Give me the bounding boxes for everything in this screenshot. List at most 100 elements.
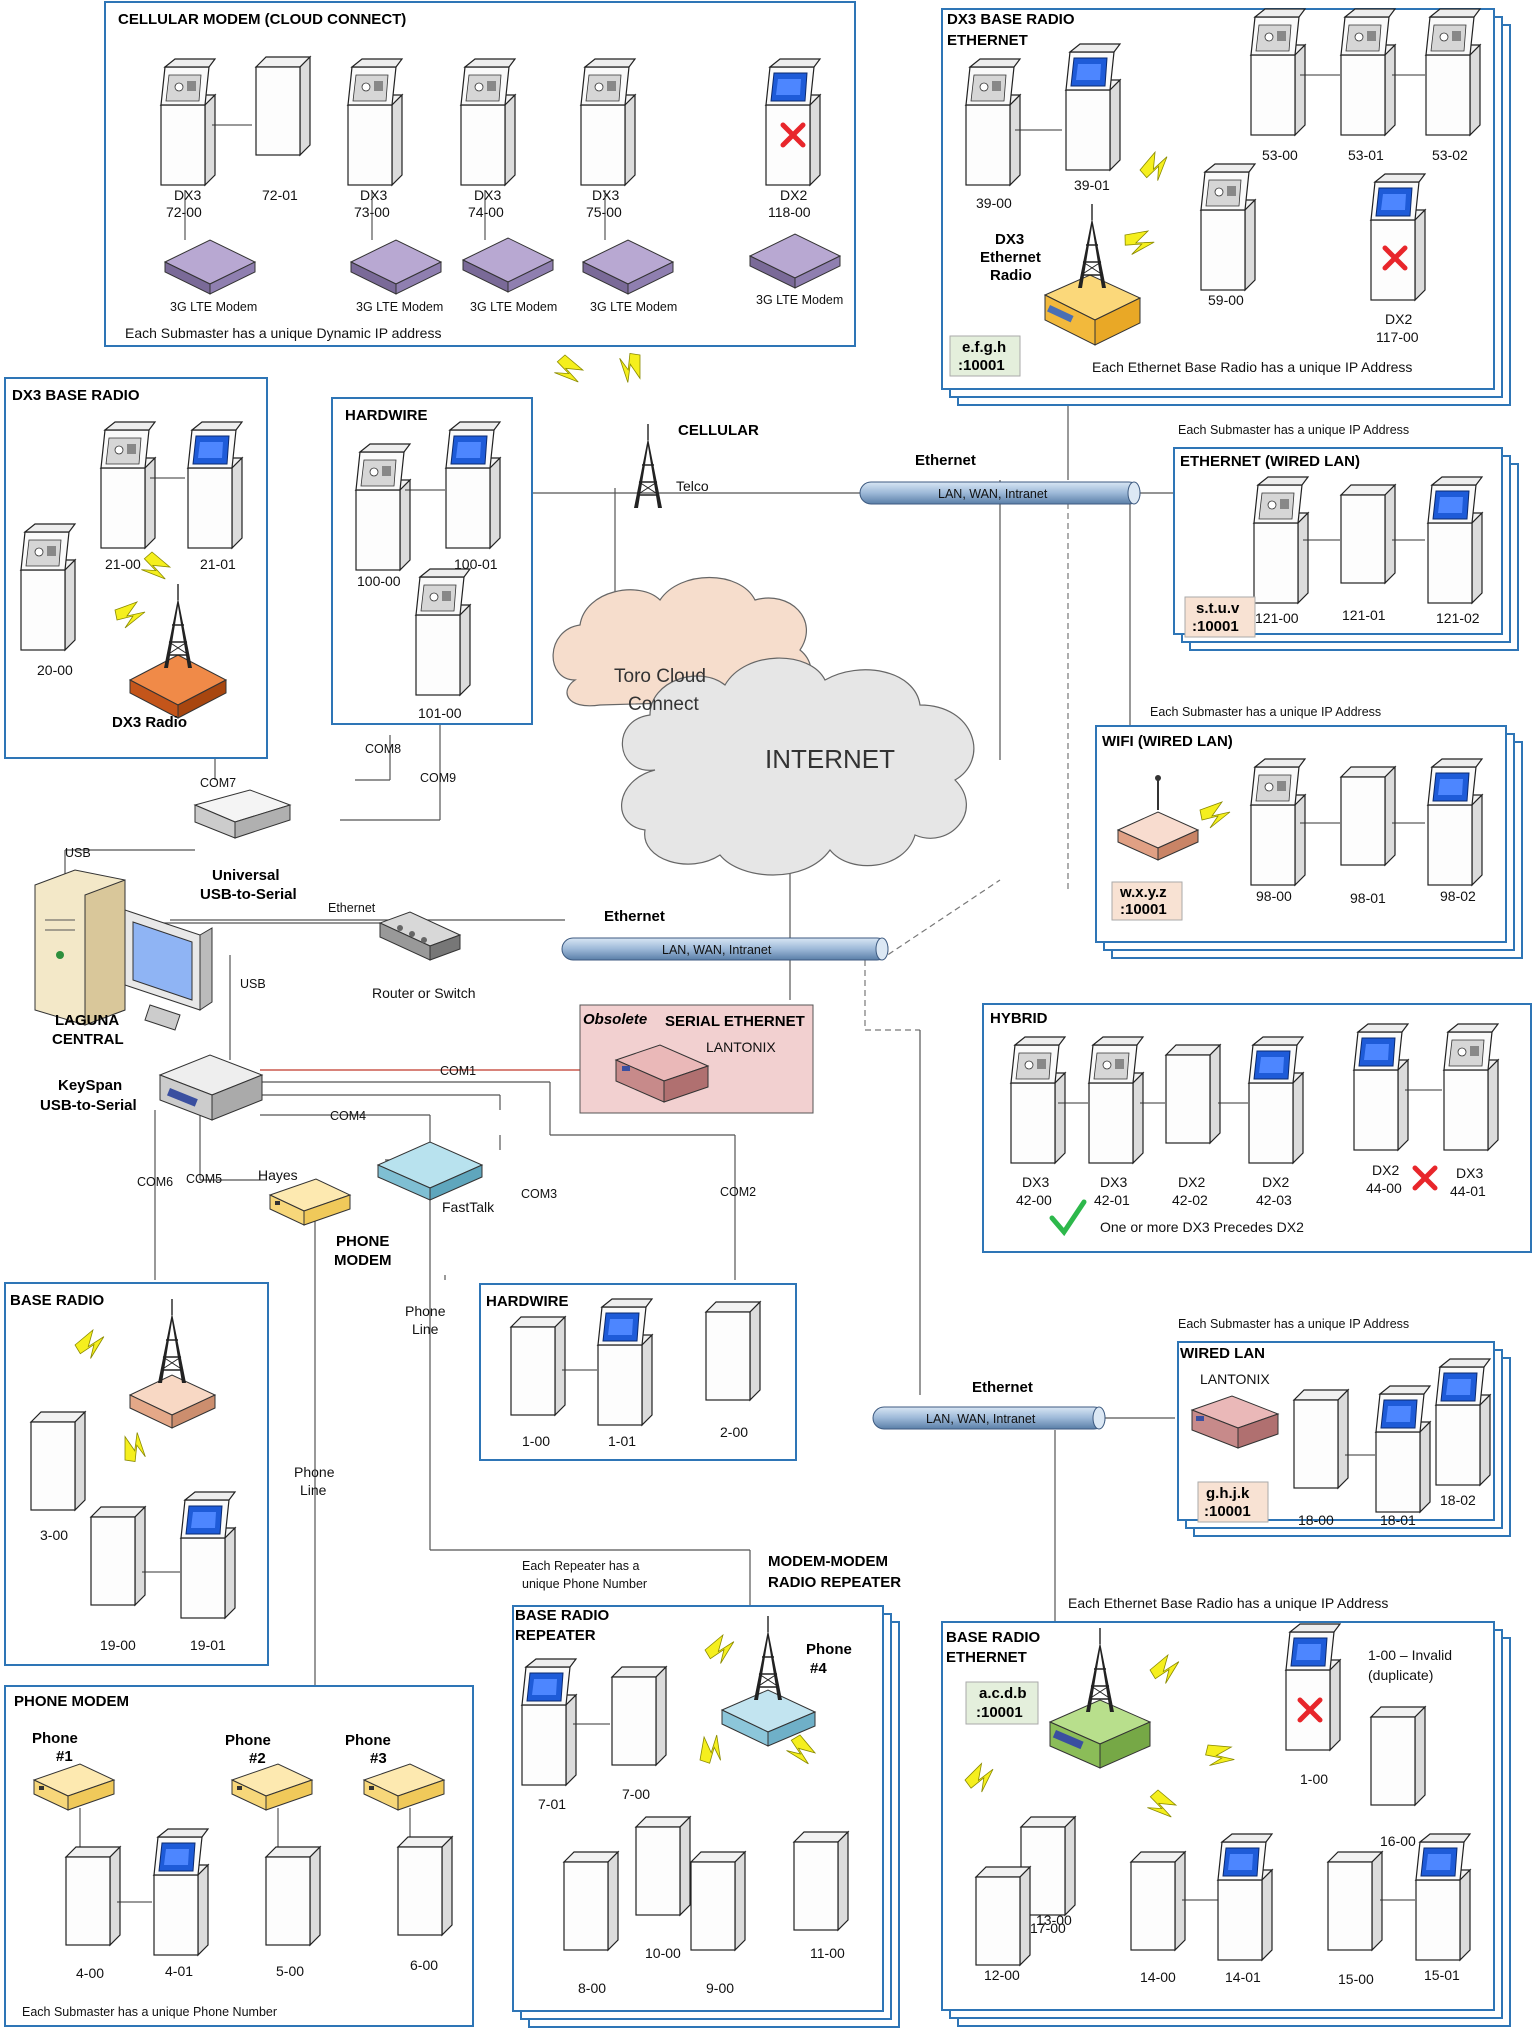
ethernet-top-label: Ethernet (915, 452, 976, 469)
p-500: 5-00 (276, 1963, 304, 1979)
y-dx3a: DX3 (1022, 1174, 1049, 1190)
eth-radio-yellow (1043, 274, 1142, 346)
e-11700: 117-00 (1376, 329, 1419, 345)
controller-39-01 (1065, 43, 1121, 171)
cabinet-1-00 (510, 1316, 566, 1416)
cabinet-14-00 (1130, 1851, 1186, 1951)
controller-7-01 (521, 1658, 577, 1786)
e-5300: 53-00 (1262, 147, 1298, 163)
bus-mid-label: LAN, WAN, Intranet (662, 943, 772, 957)
hw-100: 1-00 (522, 1433, 550, 1449)
phone-title: PHONE MODEM (14, 1693, 129, 1710)
bus-top-label: LAN, WAN, Intranet (938, 487, 1048, 501)
controller-19-01 (180, 1491, 236, 1619)
dx3-radio-orange (128, 654, 228, 719)
port-com5: COM5 (186, 1172, 222, 1186)
ip-efgh-2: :10001 (958, 357, 1005, 374)
e-5900: 59-00 (1208, 292, 1244, 308)
bbr-title-2: REPEATER (515, 1627, 596, 1644)
ethernet-mid-label: Ethernet (604, 908, 665, 925)
r-701: 7-01 (538, 1796, 566, 1812)
cabinet-19-00 (90, 1506, 146, 1606)
cloud: Toro Cloud Connect INTERNET (552, 576, 975, 876)
invalid-note-1: 1-00 – Invalid (1368, 1647, 1452, 1663)
modem-label-5: 3G LTE Modem (756, 293, 843, 307)
c-dx3d: DX3 (592, 187, 619, 203)
phone3-2: #3 (370, 1750, 387, 1767)
controller-14-01 (1217, 1833, 1273, 1961)
router-label: Router or Switch (372, 985, 475, 1001)
be-1700: 17-00 (1030, 1920, 1066, 1936)
keyspan-label-2: USB-to-Serial (40, 1097, 137, 1114)
cabinet-121-01 (1340, 484, 1396, 584)
l-12101: 121-01 (1342, 607, 1386, 623)
hayes-modem (269, 1178, 351, 1226)
section-wifi: Each Submaster has a unique IP Address W… (1102, 705, 1483, 921)
controller-121-02 (1427, 476, 1483, 604)
be-1500: 15-00 (1338, 1971, 1374, 1987)
y-4401: 44-01 (1450, 1183, 1486, 1199)
ip-acdb-1: a.c.d.b (979, 1685, 1027, 1702)
controller-18-02 (1435, 1358, 1491, 1486)
controller-74-00 (460, 58, 516, 186)
ethlan-title: ETHERNET (WIRED LAN) (1180, 453, 1360, 470)
section-dx3-eth: DX3 BASE RADIO ETHERNET 39-00 39-01 53-0… (947, 8, 1481, 377)
c-dx3a: DX3 (174, 187, 201, 203)
ip-efgh-1: e.f.g.h (962, 339, 1006, 356)
lantronix-1: LANTONIX (706, 1039, 776, 1055)
repeater-note-1: Each Repeater has a (522, 1559, 639, 1573)
c-dx3c: DX3 (474, 187, 501, 203)
bbr-title-1: BASE RADIO (515, 1607, 610, 1624)
dx3eth-title-1: DX3 BASE RADIO (947, 11, 1075, 28)
serial-eth-label: SERIAL ETHERNET (665, 1013, 805, 1030)
be-100: 1-00 (1300, 1771, 1328, 1787)
controller-53-00 (1250, 8, 1306, 136)
phone-line-2b: Line (300, 1482, 327, 1498)
l-12102: 121-02 (1436, 610, 1480, 626)
port-com2: COM2 (720, 1185, 756, 1199)
y-dx2a: DX2 (1178, 1174, 1205, 1190)
phone3-1: Phone (345, 1732, 391, 1749)
be-1300: 13-00 (1036, 1912, 1072, 1928)
y-dx2b: DX2 (1262, 1174, 1289, 1190)
wl-1801: 18-01 (1380, 1512, 1416, 1528)
bolt-cell-1 (549, 350, 588, 391)
section-hybrid: HYBRID DX3 42-00 DX3 42-01 DX2 42-02 DX2… (990, 1010, 1499, 1237)
lantronix-box-1 (614, 1044, 710, 1103)
hayes-label: Hayes (258, 1167, 298, 1183)
phone-line-1b: Line (412, 1321, 439, 1337)
telco-label: Telco (676, 478, 709, 494)
cabinet-3-00 (30, 1411, 86, 1511)
e-dx2: DX2 (1385, 311, 1412, 327)
ip-ghjk-2: :10001 (1204, 1503, 1251, 1520)
dx3-eth-radio-2: Ethernet (980, 249, 1041, 266)
e-5301: 53-01 (1348, 147, 1384, 163)
b-1901: 19-01 (190, 1637, 226, 1653)
cabinet-8-00 (563, 1851, 619, 1951)
controller-101-00 (415, 568, 471, 696)
c-dx3b: DX3 (360, 187, 387, 203)
cabinet-72-01 (255, 56, 311, 156)
be-1600: 16-00 (1380, 1833, 1416, 1849)
baseradio-title: BASE RADIO (10, 1292, 105, 1309)
port-usb2: USB (240, 977, 266, 991)
r-900: 9-00 (706, 1980, 734, 1996)
y-4201: 42-01 (1094, 1192, 1130, 1208)
cabinet-10-00 (635, 1816, 691, 1916)
dx2-118-00 (765, 58, 821, 186)
phone4-2: #4 (810, 1660, 827, 1677)
e-5302: 53-02 (1432, 147, 1468, 163)
controller-21-01 (187, 421, 243, 549)
port-com4: COM4 (330, 1109, 366, 1123)
ip-acdb-2: :10001 (976, 1704, 1023, 1721)
section-cellular: CELLULAR MODEM (CLOUD CONNECT) DX3 72-00… (118, 11, 843, 341)
router-switch (378, 911, 462, 961)
section-hardwire-2: HARDWIRE 1-00 1-01 2-00 (486, 1293, 761, 1449)
cabinet-11-00 (793, 1831, 849, 1931)
phone1-1: Phone (32, 1730, 78, 1747)
ip-wxyz-1: w.x.y.z (1119, 884, 1167, 901)
controller-42-01 (1088, 1036, 1144, 1164)
cell-note: Each Submaster has a unique Dynamic IP a… (125, 325, 441, 341)
controller-15-01 (1415, 1833, 1471, 1961)
modem-label-4: 3G LTE Modem (590, 300, 677, 314)
